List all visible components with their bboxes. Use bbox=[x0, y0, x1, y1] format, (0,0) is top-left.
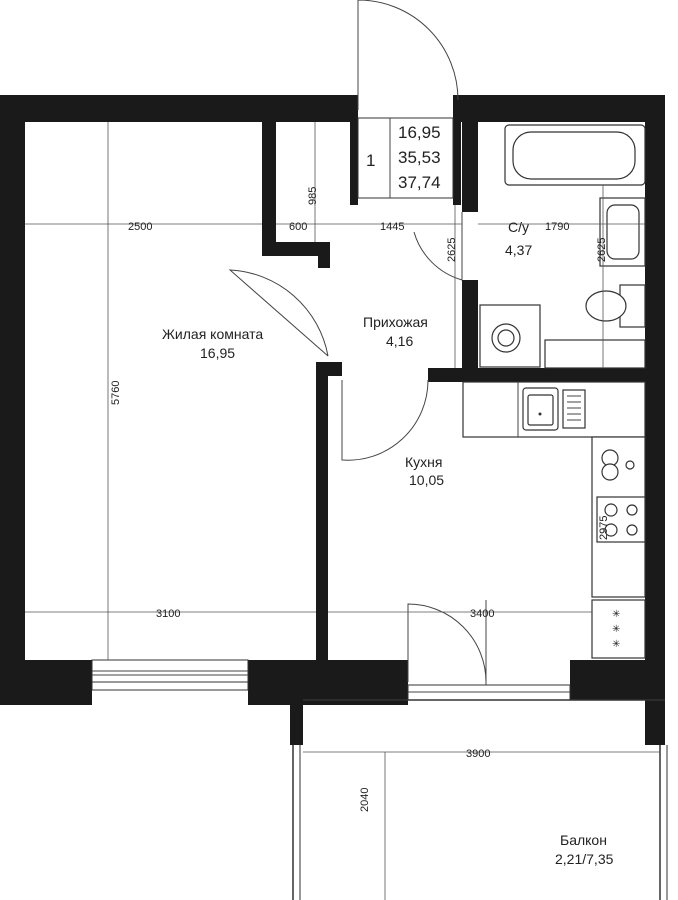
wall-right bbox=[645, 95, 665, 745]
room-labels: Жилая комната 16,95 Прихожая 4,16 С/у 4,… bbox=[162, 219, 614, 867]
rooms-count: 1 bbox=[366, 151, 375, 170]
balcony-area: 2,21/7,35 bbox=[555, 851, 614, 867]
unit-summary-box: 1 16,95 35,53 37,74 bbox=[357, 117, 454, 199]
wall-bath-left-upper bbox=[462, 122, 478, 212]
wall-niche-vertical bbox=[262, 122, 276, 252]
total-area: 35,53 bbox=[398, 148, 441, 167]
dim-balcony-width: 3900 bbox=[466, 748, 490, 760]
dimension-labels: 2500 600 1445 1790 3100 3400 3900 5760 9… bbox=[110, 187, 610, 812]
dim-hall-depth: 2625 bbox=[446, 238, 458, 262]
svg-text:✳: ✳ bbox=[612, 639, 620, 650]
wall-top-left bbox=[0, 95, 357, 122]
living-room-area: 16,95 bbox=[200, 345, 235, 361]
dim-bath-depth: 2625 bbox=[596, 238, 608, 262]
dim-niche-depth: 985 bbox=[307, 187, 319, 205]
balcony-name: Балкон bbox=[560, 832, 607, 848]
svg-text:✳: ✳ bbox=[612, 609, 620, 620]
wall-bath-bottom bbox=[428, 368, 645, 382]
bathroom-area: 4,37 bbox=[505, 242, 532, 258]
wall-entrance-jamb-left bbox=[350, 95, 358, 205]
wall-bottom-left bbox=[0, 660, 92, 705]
kitchen-door bbox=[341, 379, 429, 461]
wall-bottom-middle bbox=[248, 660, 408, 705]
dim-living-width-top: 2500 bbox=[128, 221, 152, 233]
wall-living-kitchen-top bbox=[316, 362, 342, 376]
dim-living-height: 5760 bbox=[110, 381, 122, 405]
svg-text:✳: ✳ bbox=[612, 624, 620, 635]
kitchen-area: 10,05 bbox=[409, 472, 444, 488]
fixtures: ✳ ✳ ✳ bbox=[462, 124, 646, 659]
dim-kitchen-depth: 2975 bbox=[598, 516, 610, 540]
dim-kitchen-width: 3400 bbox=[470, 608, 494, 620]
stove-icon bbox=[596, 496, 646, 543]
kitchen-name: Кухня bbox=[405, 454, 442, 470]
balcony-outline bbox=[292, 699, 668, 900]
walls bbox=[0, 95, 665, 745]
dim-bath-width: 1790 bbox=[545, 221, 569, 233]
wall-niche-stub bbox=[318, 242, 330, 268]
living-room-name: Жилая комната bbox=[162, 326, 263, 342]
living-door bbox=[228, 269, 329, 357]
bathroom-name: С/у bbox=[508, 219, 529, 235]
dim-corridor-600: 600 bbox=[289, 221, 307, 233]
fridge-icon bbox=[591, 599, 646, 659]
drainer-icon bbox=[562, 389, 586, 429]
wall-top-right bbox=[453, 95, 665, 122]
wall-living-kitchen bbox=[316, 362, 328, 660]
dim-balcony-depth: 2040 bbox=[359, 788, 371, 812]
wall-left bbox=[0, 95, 25, 685]
wall-bottom-right bbox=[570, 660, 665, 700]
dim-hall-1445: 1445 bbox=[380, 221, 404, 233]
dim-living-width-bottom: 3100 bbox=[156, 608, 180, 620]
total-area-with-balcony: 37,74 bbox=[398, 173, 441, 192]
hall-name: Прихожая bbox=[363, 314, 428, 330]
wall-niche-horizontal bbox=[262, 242, 330, 256]
wall-balcony-left-stub bbox=[290, 700, 303, 745]
doors bbox=[228, 0, 487, 685]
hall-area: 4,16 bbox=[386, 333, 413, 349]
wall-entrance-jamb-right bbox=[453, 95, 461, 205]
wall-bath-left-lower bbox=[462, 280, 478, 380]
dimension-lines bbox=[25, 122, 660, 900]
entrance-door bbox=[357, 0, 459, 110]
living-area-total: 16,95 bbox=[398, 123, 441, 142]
balcony-door bbox=[407, 603, 487, 683]
